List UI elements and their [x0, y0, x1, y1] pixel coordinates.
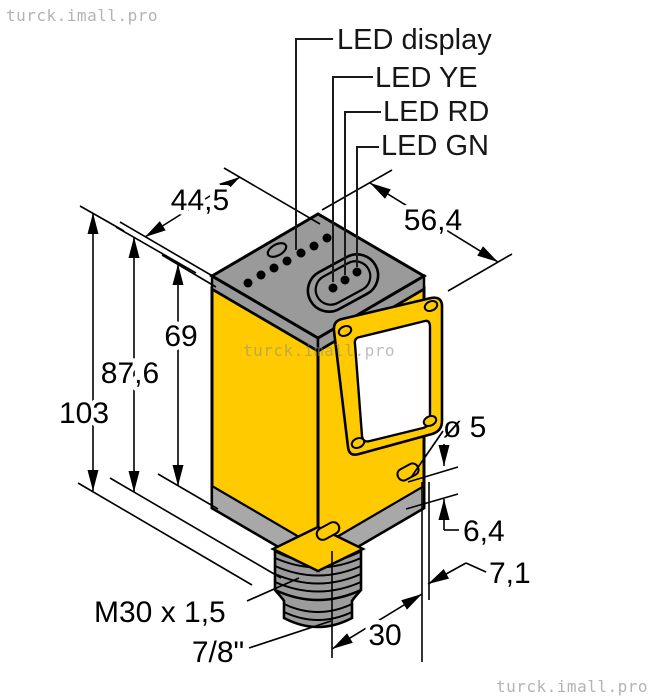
dim-line-top-depth — [369, 182, 499, 263]
dim-front-height: 69 — [164, 320, 197, 353]
connector-shoulder — [274, 588, 362, 602]
watermark-top-left: turck.imall.pro — [6, 6, 158, 25]
led-indicator-dots — [328, 267, 362, 293]
dim-mounting-thread: M30 x 1,5 — [94, 596, 226, 629]
frame-screw — [422, 415, 438, 427]
callout-line-led-rd — [344, 111, 381, 275]
callout-texts: LED display LED YE LED RD LED GN — [337, 24, 492, 162]
mounting-hole-front — [315, 521, 341, 541]
dim-line-top-width — [144, 176, 241, 238]
callout-line-led-display — [295, 38, 333, 250]
dim-connector-thread: 7/8" — [192, 636, 244, 669]
frame-screw — [423, 300, 439, 312]
ext-line — [407, 466, 459, 483]
dimension-texts: 103 87,6 69 44,5 56,4 ø 5 6,4 7,1 30 M30… — [54, 180, 531, 670]
ext-line — [405, 493, 459, 510]
callout-line-led-ye — [332, 76, 373, 282]
ext-line — [77, 482, 253, 586]
dim-edge-offset: 7,1 — [489, 557, 531, 590]
dim-top-depth: 56,4 — [404, 204, 462, 237]
ext-line — [161, 254, 217, 288]
callout-led-display: LED display — [337, 24, 492, 56]
callout-led-gn: LED GN — [381, 130, 489, 162]
led-display-dots — [243, 233, 332, 288]
led-gn-dot — [352, 267, 362, 277]
led-rd-dot — [340, 275, 350, 285]
frame-screw — [337, 325, 353, 337]
lens-window — [353, 319, 432, 443]
leader-connector-thread — [248, 620, 332, 649]
dim-line-base-width — [331, 593, 423, 650]
dim-band-height: 6,4 — [463, 515, 505, 548]
ext-line — [115, 226, 197, 274]
frame-screw — [350, 437, 366, 449]
ext-line — [447, 253, 513, 292]
ext-line — [157, 473, 219, 510]
ext-line — [119, 221, 217, 279]
dimension-linework — [77, 38, 513, 662]
led-boss-inner — [314, 260, 372, 306]
dim-base-width: 30 — [368, 619, 401, 652]
top-oval-marker — [266, 242, 288, 258]
dim-total-height: 103 — [59, 397, 109, 430]
dim-housing-height: 87,6 — [101, 357, 159, 390]
callout-line-led-gn — [356, 146, 379, 267]
leader-mounting-thread — [246, 577, 300, 602]
callout-led-rd: LED RD — [383, 96, 489, 128]
leader-edge-offset-tail — [465, 562, 487, 573]
sensor-housing — [209, 212, 444, 573]
dim-hole-diameter: ø 5 — [443, 411, 486, 444]
ext-line — [223, 167, 321, 225]
housing-bottom-wedge — [270, 525, 366, 573]
dim-top-width: 44,5 — [171, 184, 229, 217]
callout-led-ye: LED YE — [375, 62, 478, 94]
watermark-bottom-right: turck.imall.pro — [496, 677, 648, 696]
watermark-center: turck.imall.pro — [243, 341, 395, 360]
leader-hole-diameter — [411, 430, 444, 477]
thread-line — [274, 565, 362, 577]
led-ye-dot — [328, 283, 338, 293]
ext-line — [109, 477, 282, 579]
thread-line — [274, 573, 362, 585]
leader-edge-offset — [427, 562, 467, 585]
